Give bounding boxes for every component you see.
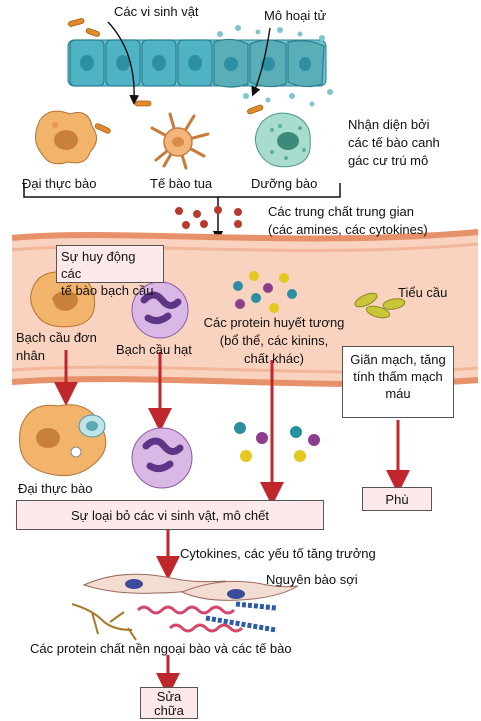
- macrophage-top-label: Đại thực bào: [22, 176, 97, 191]
- macrophage-bottom-cell: [19, 404, 107, 477]
- recruitment-line-1: Sự huy động các: [61, 249, 136, 281]
- mediators-line-1: Các trung chất trung gian: [268, 204, 414, 219]
- vasodilation-line-1: Giãn mạch, tăng: [350, 352, 446, 367]
- edema-label: Phù: [385, 492, 409, 507]
- ecm-fibers: [71, 601, 277, 641]
- monocyte-line-1: Bạch cầu đơn: [16, 330, 97, 345]
- recognition-line-3: gác cư trú mô: [348, 153, 429, 168]
- elimination-label: Sự loại bỏ các vi sinh vật, mô chết: [70, 508, 269, 523]
- sentinel-bracket: [23, 183, 341, 198]
- recruitment-box: Sự huy động các tế bào bạch cầu: [56, 245, 164, 298]
- plasma-proteins-line-2: (bổ thể, các kinins,: [219, 333, 329, 348]
- recognition-line-1: Nhận diện bởi: [348, 117, 430, 132]
- granulocyte-bottom-cell: [131, 427, 193, 489]
- edema-box: Phù: [362, 487, 432, 511]
- plasma-protein-dots-tissue: [234, 422, 320, 462]
- repair-line-1: Sửa: [156, 689, 182, 704]
- recognition-line-2: các tế bào canh: [348, 135, 440, 150]
- necrosis-arrow: [251, 27, 271, 97]
- red-arrows: [54, 350, 410, 697]
- platelets-label: Tiểu cầu: [398, 285, 448, 300]
- vasodilation-box: Giãn mạch, tăng tính thấm mạch máu: [342, 346, 454, 418]
- monocyte-cell: [30, 271, 96, 328]
- vasodilation-line-3: máu: [385, 386, 411, 401]
- monocyte-line-2: nhân: [16, 348, 45, 363]
- repair-line-2: chữa: [154, 703, 184, 718]
- necrotic-tissue-label: Mô hoại tử: [264, 8, 327, 23]
- fibroblasts-label: Nguyên bào sợi: [266, 572, 358, 587]
- dendritic-cell-shape: [150, 112, 210, 170]
- macrophage-bottom-label: Đại thực bào: [18, 481, 93, 496]
- vasodilation-line-2: tính thấm mạch: [353, 369, 443, 384]
- plasma-proteins-line-1: Các protein huyết tương: [203, 315, 345, 330]
- platelet-shapes: [354, 292, 406, 319]
- mediator-dots: [175, 206, 242, 229]
- microbes-label: Các vi sinh vật: [114, 4, 199, 19]
- mast-cell-label: Dưỡng bào: [251, 176, 318, 191]
- dendritic-cell-label: Tế bào tua: [150, 176, 213, 191]
- granulocyte-label: Bạch cầu hạt: [116, 342, 192, 357]
- plasma-protein-dots-vessel: [233, 271, 297, 313]
- growth-factors-label: Cytokines, các yếu tố tăng trưởng: [180, 546, 376, 561]
- plasma-proteins-line-3: chất khác): [244, 351, 304, 366]
- microbe-arrow: [107, 21, 140, 105]
- mediators-line-2: (các amines, các cytokines): [268, 222, 428, 237]
- repair-box: Sửa chữa: [140, 687, 198, 719]
- macrophage-top-cell: [35, 110, 97, 165]
- mast-cell-shape: [255, 112, 311, 168]
- fibroblast-shapes: [82, 573, 299, 601]
- ecm-label: Các protein chất nền ngoại bào và các tế…: [30, 641, 292, 656]
- elimination-box: Sự loại bỏ các vi sinh vật, mô chết: [16, 500, 324, 530]
- recruitment-line-2: tế bào bạch cầu: [61, 283, 154, 298]
- tissue-epithelium: [67, 25, 333, 107]
